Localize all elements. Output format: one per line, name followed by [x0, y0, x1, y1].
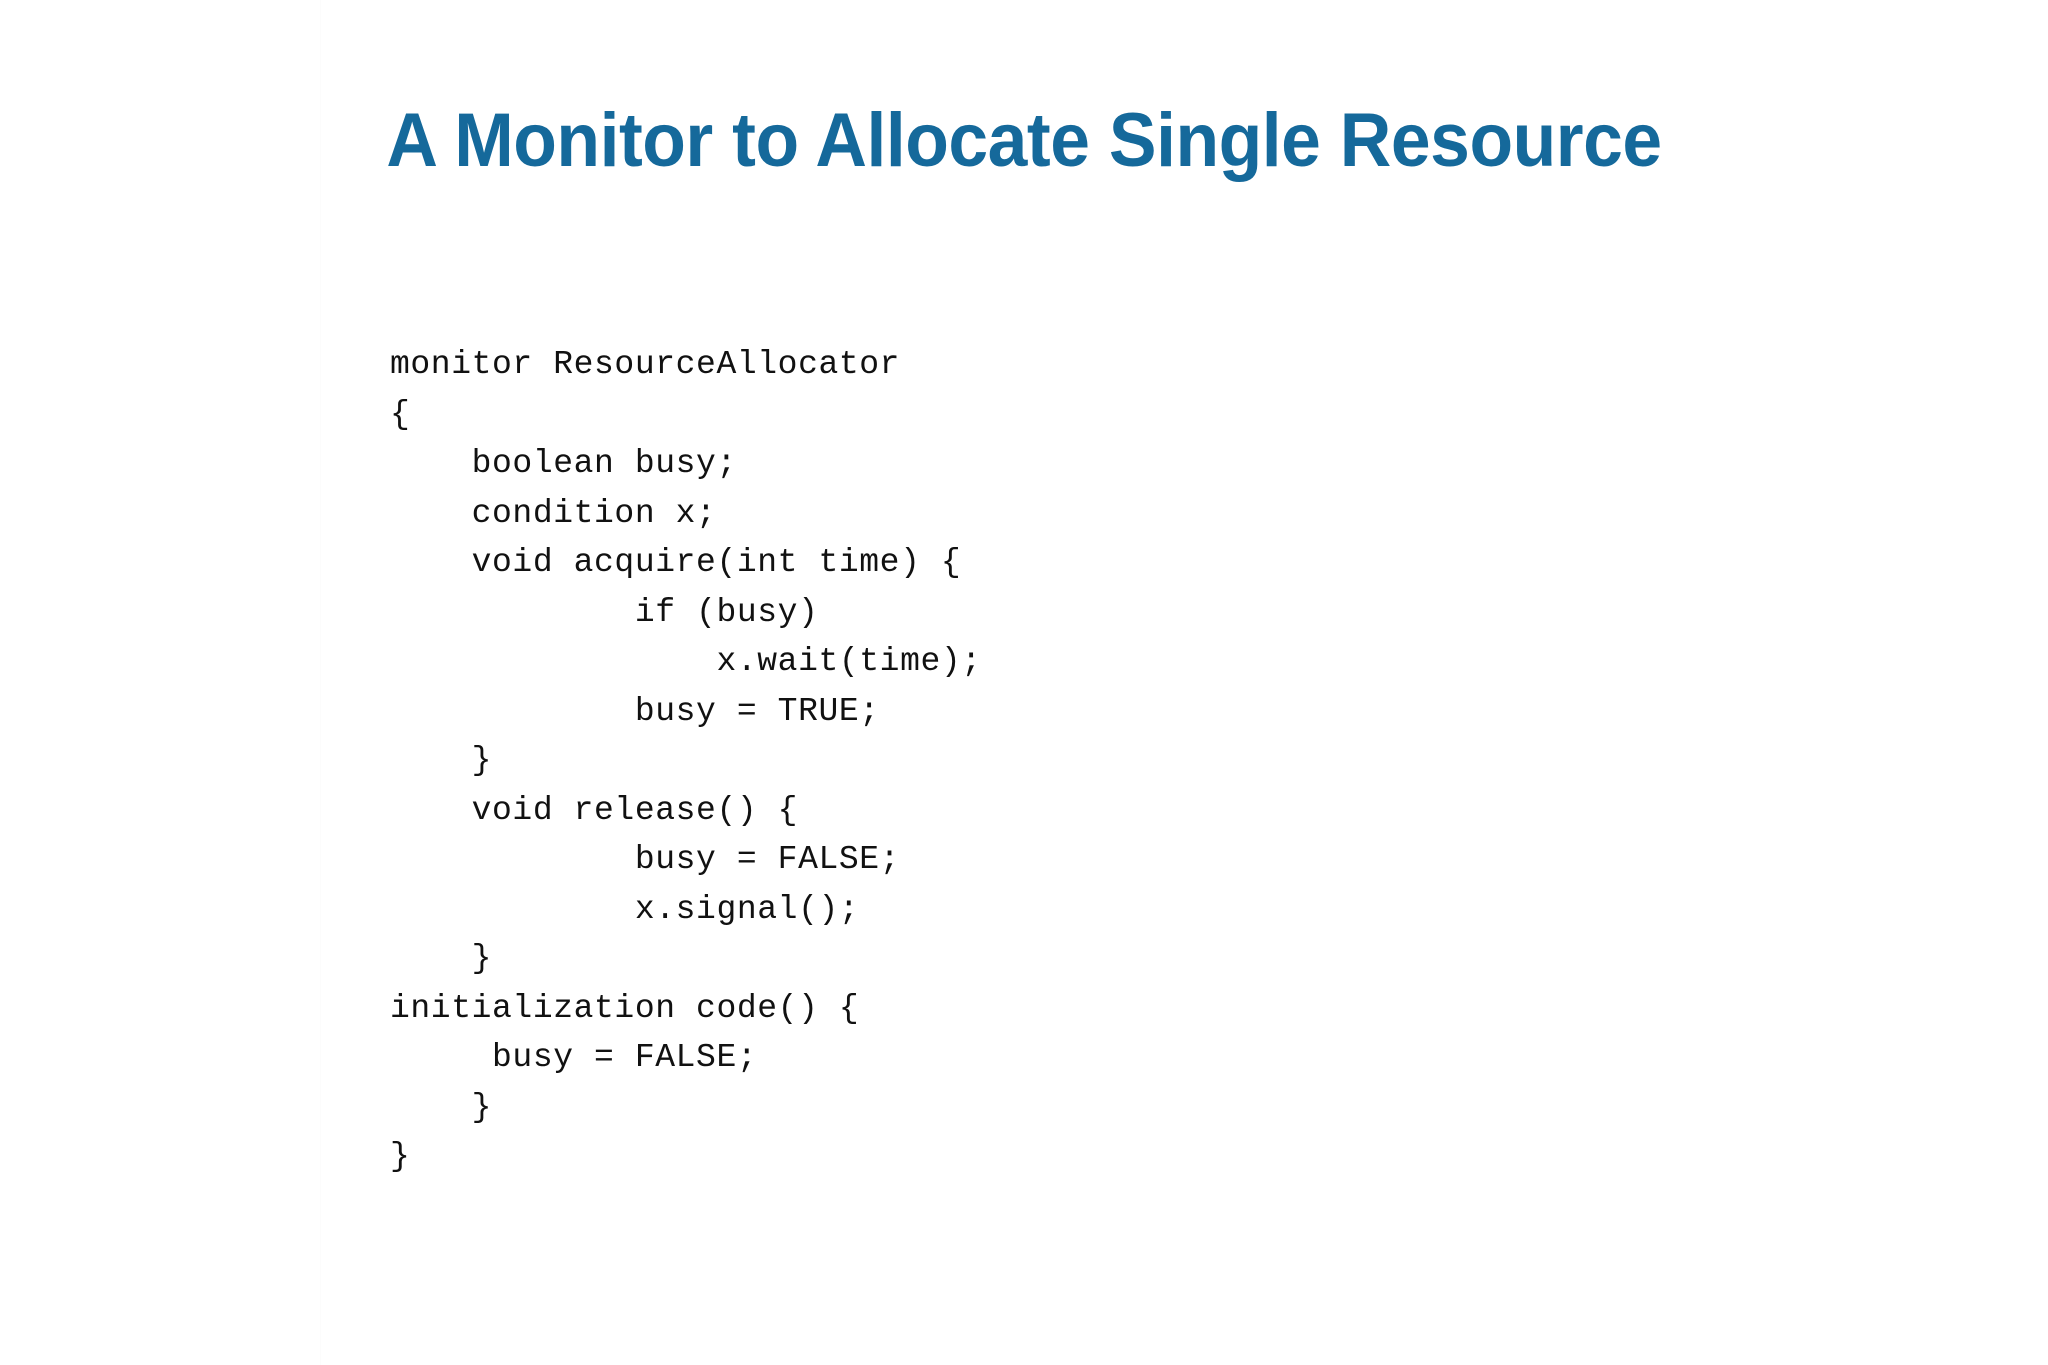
slide-left-edge-seam [0, 0, 321, 1365]
code-line: x.wait(time); [390, 643, 982, 680]
code-line: x.signal(); [390, 890, 860, 928]
code-line: { [390, 395, 411, 433]
code-line: busy = TRUE; [390, 692, 880, 730]
code-line: if (busy) [390, 593, 819, 631]
code-line: } [390, 742, 493, 779]
code-block: monitor ResourceAllocator { boolean busy… [390, 340, 982, 1182]
code-line: initialization code() { [390, 989, 860, 1027]
code-line: } [390, 1088, 493, 1126]
code-line: } [390, 940, 493, 977]
page-title: A Monitor to Allocate Single Resource [386, 97, 1662, 183]
code-line: void acquire(int time) { [390, 544, 962, 581]
code-line: busy = FALSE; [390, 1039, 758, 1076]
code-line: void release() { [390, 791, 799, 829]
code-line: } [390, 1138, 411, 1175]
code-line: busy = FALSE; [390, 841, 901, 878]
code-line: boolean busy; [390, 445, 737, 482]
code-line: monitor ResourceAllocator [390, 346, 901, 383]
code-line: condition x; [390, 494, 717, 532]
